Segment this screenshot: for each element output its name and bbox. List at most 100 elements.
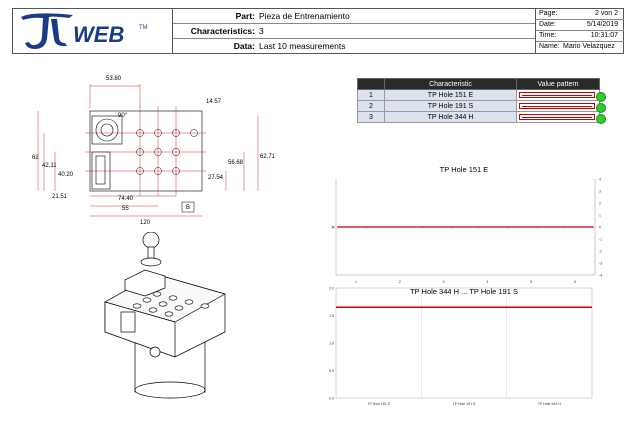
data-row: Data: Last 10 measurements [173,39,535,54]
characteristics-row: Characteristics: 3 [173,24,535,39]
dim-53-80: 53.80 [106,76,122,82]
chart1-point [478,226,481,228]
table-row[interactable]: 2 TP Hole 191 S [357,100,606,113]
time-label: Time: [539,32,557,39]
row-characteristic: TP Hole 191 S [384,100,517,112]
chart1-x-tick: 1 [355,280,357,284]
chart1-point [422,226,424,228]
value-pattern-cell [516,111,606,124]
chart1-y-tick: -2 [599,250,602,254]
report-meta: Page: 2 von 2 Date: 5/14/2019 Time: 10:3… [535,9,624,53]
svg-text:TM: TM [139,25,148,31]
data-label: Data: [233,41,255,51]
dim-55: 55 [122,206,129,212]
chart1-x-tick: 4 [486,280,488,284]
chart2-x-tick: TP Hole 151 E [367,402,390,406]
chart1-x-tick: 2 [399,280,401,284]
chart2-y-tick: 1.5 [329,314,334,318]
dim-90-deg: 90° [118,113,128,119]
characteristics-label: Characteristics: [190,26,255,36]
data-value: Last 10 measurements [259,41,346,51]
chart2-bar: 2.0 1.5 1.0 0.5 0.0 TP Hole 151 E TP Hole 191 … [329,287,593,406]
value-pattern-bar [519,103,606,113]
chart1-point [507,226,509,228]
part-row: Part: Pieza de Entrenamiento [173,9,535,24]
chart1-y-tick: 3 [599,190,601,194]
datum-b: B [186,205,190,211]
row-characteristic: TP Hole 151 E [384,89,517,101]
chart1-marker-icon: ✕ [331,225,335,231]
chart1-y-tick: -4 [599,274,602,278]
dim-27-54: 27.54 [208,175,224,181]
isometric-part-view [104,232,226,399]
chart2-y-tick: 0.5 [329,369,334,373]
chart1-point [535,226,538,228]
date-label: Date: [539,21,556,28]
value-pattern-bar [519,92,606,102]
name-value: Mario Velazquez [563,43,615,50]
chart2-y-tick: 2.0 [329,287,334,291]
row-characteristic: TP Hole 344 H [384,111,517,123]
dim-62: 62 [32,155,39,161]
chart1-point [365,226,368,228]
chart1-line: 4 3 2 1 0 -1 -2 -3 -4 ✕ 1 2 3 4 5 6 [331,178,602,285]
chart1-point [450,226,453,228]
dim-40-20: 40.20 [58,172,74,178]
value-pattern-header: Value pattern [516,78,600,90]
part-label: Part: [235,11,255,21]
part-value: Pieza de Entrenamiento [259,11,350,21]
chart1-y-tick: -3 [599,262,602,266]
logo-graphic: WEB TM [21,13,148,49]
chart1-point [337,226,339,228]
value-pattern-cell [516,100,606,113]
chart1-y-tick: 4 [599,178,601,182]
chart2-frame [335,287,593,399]
chart1-point [563,226,566,228]
name-label: Name: [539,43,560,50]
dim-120: 120 [140,220,151,226]
table-row[interactable]: 3 TP Hole 344 H [357,111,606,124]
time-row: Time: 10:31:07 [536,31,624,42]
status-ok-icon [596,92,606,102]
chart2-y-tick: 1.0 [329,342,334,346]
dim-74-40: 74.40 [118,196,134,202]
chart1-point [592,226,594,228]
characteristics-value: 3 [259,26,264,36]
chart1-point [393,226,396,228]
date-value: 5/14/2019 [586,21,618,28]
svg-text:WEB: WEB [73,22,124,47]
technical-drawing: 53.80 14.57 90° 62 42.11 40.20 21.51 74.… [32,76,276,226]
chart2-y-tick: 0.0 [329,397,334,401]
page-row: Page: 2 von 2 [536,9,624,20]
chart2-title: TP Hole 344 H ... TP Hole 191 S [410,287,518,296]
chart1-x-tick: 3 [443,280,445,284]
row-index: 2 [357,100,385,112]
chart1-y-tick: 0 [599,226,601,230]
dim-62-71: 62.71 [260,154,276,160]
chart1-title: TP Hole 151 E [439,165,489,174]
name-row: Name: Mario Velazquez [536,42,624,53]
page-value: 2 von 2 [595,10,618,17]
value-pattern-bar [519,114,606,124]
chart2-x-tick: TP Hole 344 H [538,402,561,406]
index-header [357,78,385,90]
report-header: WEB TM Part: Pieza de Entrenamiento Char… [12,8,624,54]
characteristics-table: Characteristic Value pattern 1 TP Hole 1… [357,78,606,124]
chart1-y-tick: -1 [599,238,602,242]
chart1-x-tick: 5 [530,280,532,284]
table-header: Characteristic Value pattern [357,78,600,90]
chart1-x-tick: 6 [574,280,576,284]
dim-56-68: 56.68 [228,160,244,166]
chart1-y-tick: 1 [599,214,601,218]
chart2-x-tick: TP Hole 191 S [453,402,476,406]
table-row[interactable]: 1 TP Hole 151 E [357,89,606,102]
chart1-y-tick: 2 [599,202,601,206]
time-value: 10:31:07 [590,32,618,39]
company-logo: WEB TM [13,9,173,53]
row-index: 3 [357,111,385,123]
page-label: Page: [539,10,558,17]
status-ok-icon [596,114,606,124]
row-index: 1 [357,89,385,101]
value-pattern-cell [516,89,606,102]
date-row: Date: 5/14/2019 [536,20,624,31]
